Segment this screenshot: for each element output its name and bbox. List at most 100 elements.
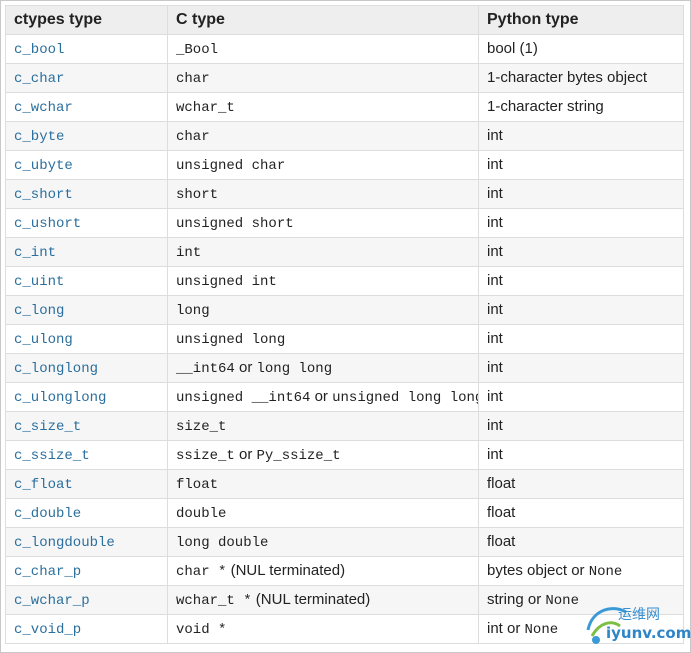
c-type-code: unsigned long long	[332, 390, 479, 406]
python-type-code: None	[545, 593, 579, 609]
ctypes-type-link[interactable]: c_ubyte	[14, 158, 73, 174]
ctypes-type-link[interactable]: c_ushort	[14, 216, 82, 232]
ctypes-type-cell: c_ulonglong	[5, 382, 168, 412]
ctypes-type-link[interactable]: c_char_p	[14, 564, 82, 580]
python-type-cell: float	[478, 527, 684, 557]
python-type-text: int	[487, 243, 503, 260]
python-type-text: int	[487, 417, 503, 434]
python-type-text: bool (1)	[487, 40, 538, 57]
table-row: c_size_t size_t int	[5, 411, 684, 441]
c-type-cell: void *	[167, 614, 479, 644]
ctypes-type-link[interactable]: c_byte	[14, 129, 65, 145]
ctypes-type-link[interactable]: c_longdouble	[14, 535, 115, 551]
table-row: c_longdouble long double float	[5, 527, 684, 557]
ctypes-fundamental-types-table: ctypes type C type Python type c_bool _Bo…	[5, 5, 684, 644]
ctypes-type-cell: c_uint	[5, 266, 168, 296]
ctypes-type-link[interactable]: c_ssize_t	[14, 448, 90, 464]
ctypes-type-link[interactable]: c_char	[14, 71, 65, 87]
c-type-code: long double	[176, 535, 269, 551]
python-type-cell: int	[478, 266, 684, 296]
python-type-cell: int	[478, 237, 684, 267]
ctypes-type-link[interactable]: c_ulong	[14, 332, 73, 348]
c-type-cell: unsigned __int64 or unsigned long long	[167, 382, 479, 412]
ctypes-type-link[interactable]: c_wchar_p	[14, 593, 90, 609]
ctypes-type-link[interactable]: c_longlong	[14, 361, 99, 377]
ctypes-type-link[interactable]: c_uint	[14, 274, 65, 290]
python-type-cell: int	[478, 295, 684, 325]
c-type-cell: wchar_t * (NUL terminated)	[167, 585, 479, 615]
watermark-site-name: 运维网	[618, 607, 660, 623]
c-type-note: or	[310, 388, 333, 405]
ctypes-type-link[interactable]: c_void_p	[14, 622, 82, 638]
ctypes-type-cell: c_float	[5, 469, 168, 499]
ctypes-type-link[interactable]: c_wchar	[14, 100, 73, 116]
c-type-code: float	[176, 477, 219, 493]
ctypes-type-link[interactable]: c_double	[14, 506, 82, 522]
python-type-text: 1-character bytes object	[487, 69, 648, 86]
watermark-logo-icon	[586, 607, 627, 644]
c-type-code: wchar_t	[176, 100, 235, 116]
table-header-row: ctypes type C type Python type	[5, 5, 684, 35]
ctypes-type-link[interactable]: c_float	[14, 477, 73, 493]
ctypes-type-cell: c_ulong	[5, 324, 168, 354]
c-type-code: ssize_t	[176, 448, 235, 464]
site-watermark: 运维网 iyunv.com	[582, 600, 691, 648]
ctypes-type-link[interactable]: c_size_t	[14, 419, 82, 435]
ctypes-type-cell: c_longdouble	[5, 527, 168, 557]
ctypes-type-cell: c_ushort	[5, 208, 168, 238]
c-type-code: size_t	[176, 419, 227, 435]
ctypes-type-link[interactable]: c_long	[14, 303, 65, 319]
python-type-text: 1-character string	[487, 98, 604, 115]
ctypes-type-link[interactable]: c_bool	[14, 42, 65, 58]
c-type-note: (NUL terminated)	[251, 591, 371, 608]
c-type-cell: _Bool	[167, 34, 479, 64]
ctypes-type-link[interactable]: c_ulonglong	[14, 390, 107, 406]
python-type-cell: int	[478, 208, 684, 238]
ctypes-type-cell: c_byte	[5, 121, 168, 151]
c-type-code: long long	[256, 361, 333, 377]
c-type-code: _Bool	[176, 42, 219, 58]
ctypes-type-cell: c_char	[5, 63, 168, 93]
c-type-code: char	[176, 71, 210, 87]
c-type-code: unsigned char	[176, 158, 286, 174]
c-type-code: Py_ssize_t	[256, 448, 341, 464]
ctypes-type-link[interactable]: c_short	[14, 187, 73, 203]
ctypes-type-cell: c_double	[5, 498, 168, 528]
c-type-code: unsigned int	[176, 274, 277, 290]
table-row: c_uint unsigned int int	[5, 266, 684, 296]
table-row: c_long long int	[5, 295, 684, 325]
ctypes-type-cell: c_size_t	[5, 411, 168, 441]
c-type-code: void *	[176, 622, 227, 638]
ctypes-type-cell: c_bool	[5, 34, 168, 64]
c-type-code: long	[176, 303, 210, 319]
python-type-code: None	[588, 564, 623, 580]
ctypes-type-cell: c_ubyte	[5, 150, 168, 180]
c-type-note: or	[234, 446, 257, 463]
table-row: c_char char 1-character bytes object	[5, 63, 684, 93]
c-type-code: char *	[176, 564, 227, 580]
table-row: c_ushort unsigned short int	[5, 208, 684, 238]
python-type-text: int	[487, 214, 503, 231]
python-type-text: int	[487, 272, 503, 289]
python-type-text: int	[487, 388, 503, 405]
ctypes-type-cell: c_int	[5, 237, 168, 267]
python-type-cell: 1-character string	[478, 92, 684, 122]
ctypes-type-cell: c_void_p	[5, 614, 168, 644]
c-type-cell: char	[167, 121, 479, 151]
ctypes-type-link[interactable]: c_int	[14, 245, 57, 261]
c-type-cell: long	[167, 295, 479, 325]
c-type-cell: double	[167, 498, 479, 528]
python-type-cell: string or None	[478, 585, 684, 615]
c-type-code: unsigned short	[176, 216, 294, 232]
c-type-cell: unsigned long	[167, 324, 479, 354]
c-type-note: or	[234, 359, 257, 376]
ctypes-type-cell: c_char_p	[5, 556, 168, 586]
table-row: c_wchar wchar_t 1-character string	[5, 92, 684, 122]
